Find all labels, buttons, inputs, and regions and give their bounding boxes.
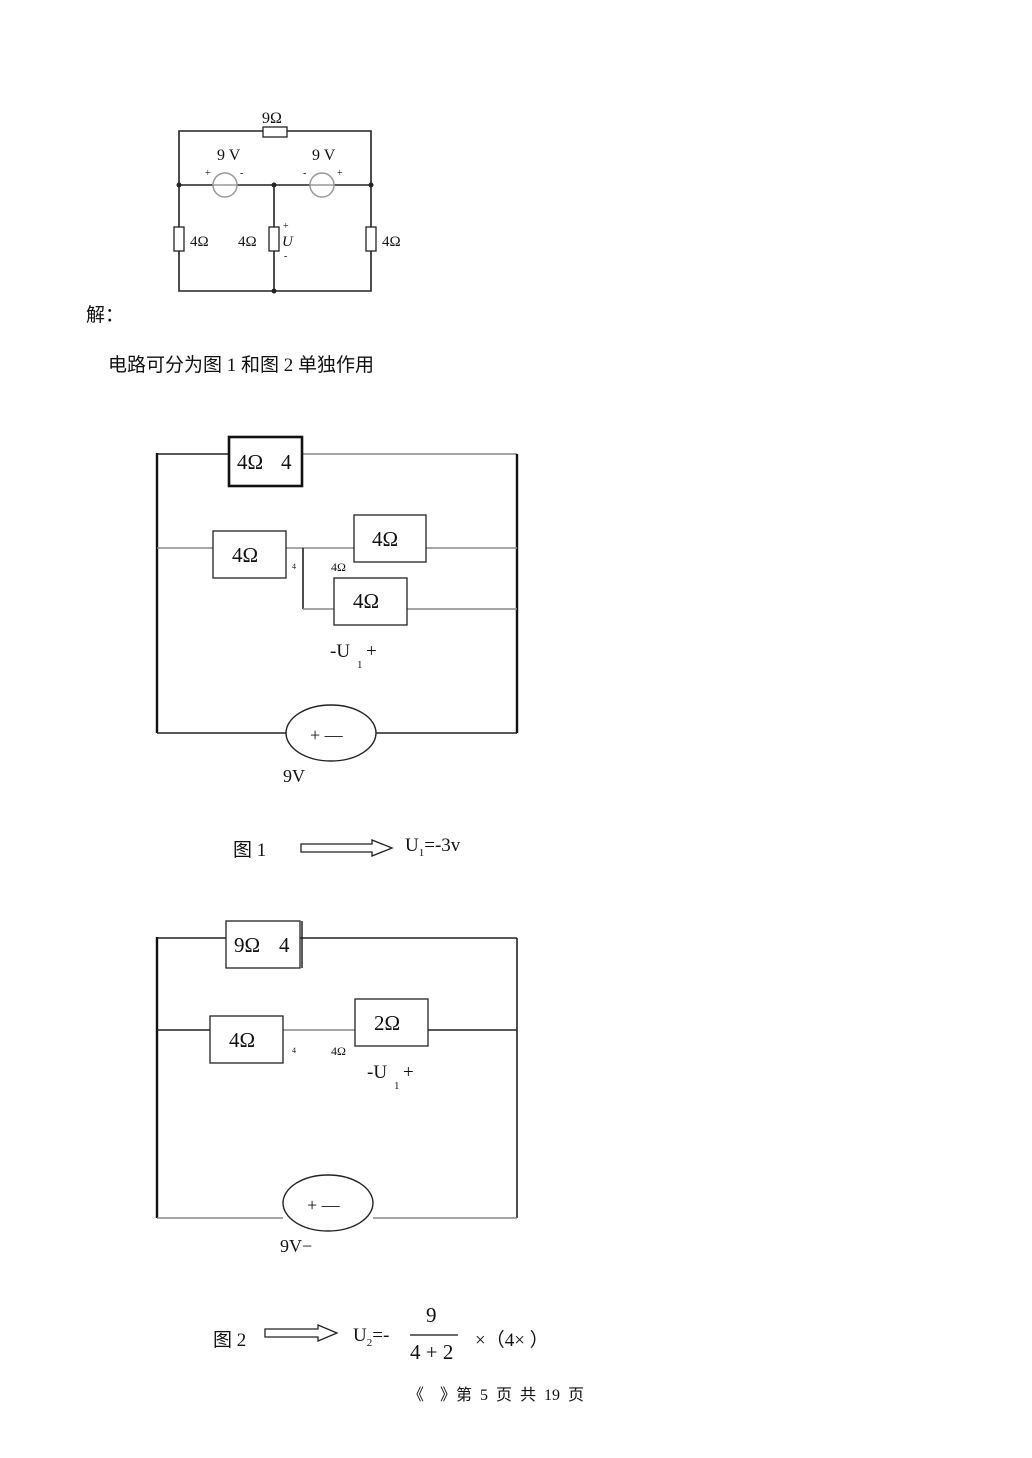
resistor-left [173, 226, 185, 252]
source-value: 9V− [280, 1236, 312, 1256]
node [271, 288, 277, 294]
label: 4 [281, 450, 292, 474]
voltage-label: -U [367, 1062, 387, 1083]
result-sub: 2 [366, 1336, 373, 1349]
label: 9Ω [234, 933, 260, 957]
resistor-middle [268, 226, 280, 252]
resistor-box-top [225, 920, 301, 969]
result-sub: 1 [418, 846, 425, 859]
source-signs: + — [310, 725, 344, 745]
label: 4Ω [353, 589, 379, 613]
source-signs: + — [307, 1195, 341, 1215]
fraction-numerator: 9 [426, 1303, 437, 1327]
node [271, 182, 277, 188]
resistor-box [212, 530, 287, 579]
figure-1-result: U1=-3v [405, 835, 460, 859]
result-eq: =- [372, 1325, 390, 1346]
node [368, 182, 374, 188]
figure-2-circuit: 9Ω 4 4Ω 2Ω 4 4Ω -U 1 + + — 9V− [155, 920, 518, 1342]
outer-wire [178, 130, 372, 292]
source-value: 9V [283, 766, 305, 786]
voltage-source [282, 1174, 374, 1232]
page-footer: 《 》第 5 页 共 19 页 [408, 1387, 585, 1404]
voltage-label: -U [330, 641, 350, 662]
arrow-icon [300, 839, 394, 857]
voltage-plus: + [366, 641, 377, 662]
label: 4Ω [331, 1044, 346, 1058]
label: 4Ω [331, 560, 346, 574]
figure-1-caption: 图 1 [233, 840, 267, 861]
plus-sign: + [283, 221, 289, 232]
label-left-4ohm: 4Ω [190, 234, 209, 250]
voltage-sub: 1 [357, 659, 363, 671]
label: 2Ω [374, 1011, 400, 1035]
figure-2-caption: 图 2 [213, 1330, 247, 1351]
label-source-left: 9 V [217, 147, 241, 164]
label-middle-4ohm: 4Ω [238, 234, 257, 250]
figure-2-result: U2=- [353, 1325, 389, 1349]
intro-text: 电路可分为图 1 和图 2 单独作用 [108, 355, 375, 376]
resistor-box-top [227, 435, 304, 488]
solution-label: 解： [86, 305, 125, 326]
result-prefix: U [405, 835, 419, 856]
voltage-sub: 1 [394, 1080, 400, 1092]
resistor-right [365, 226, 377, 252]
resistor-box [333, 577, 408, 626]
figure-1-circuit: 4Ω 4 4Ω 4Ω 4Ω 4 4Ω -U 1 + + — 9V [155, 435, 519, 857]
problem-circuit: 9Ω 9 V 9 V + - - + 4Ω 4Ω 4Ω + U - [173, 110, 401, 294]
resistor-9ohm [262, 126, 288, 138]
fraction-denominator: 4 + 2 [410, 1340, 454, 1364]
voltage-source [285, 704, 377, 762]
minus-sign: - [284, 251, 287, 262]
node [176, 182, 182, 188]
plus-sign: + [205, 168, 211, 179]
label: 4Ω [232, 543, 258, 567]
resistor-box [354, 998, 429, 1047]
minus-sign: - [240, 168, 243, 179]
plus-sign: + [337, 168, 343, 179]
label-right-4ohm: 4Ω [382, 234, 401, 250]
result-value: =-3v [424, 835, 461, 856]
label: 4 [292, 562, 296, 571]
minus-sign: - [303, 168, 306, 179]
label: 4Ω [237, 450, 263, 474]
arrow-icon [264, 1324, 339, 1342]
label-U: U [282, 234, 294, 250]
result-prefix: U [353, 1325, 367, 1346]
label-source-right: 9 V [312, 147, 336, 164]
label: 4 [279, 933, 290, 957]
label-9ohm: 9Ω [262, 110, 282, 127]
resistor-box [209, 1015, 284, 1064]
voltage-plus: + [403, 1062, 414, 1083]
label: 4Ω [229, 1028, 255, 1052]
label: 4Ω [372, 527, 398, 551]
resistor-box [353, 514, 427, 563]
label: 4 [292, 1046, 296, 1055]
result-tail: ×（4× ） [475, 1330, 549, 1351]
